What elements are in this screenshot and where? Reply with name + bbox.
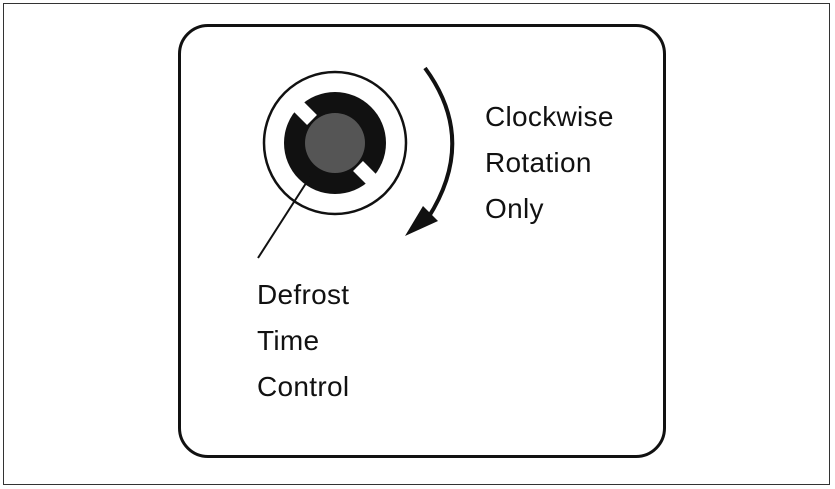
clockwise-arrowhead-icon bbox=[405, 206, 438, 236]
knob-notches bbox=[285, 93, 385, 193]
control-leader-line bbox=[257, 176, 311, 259]
knob-center-cap bbox=[305, 113, 365, 173]
clockwise-arrow-arc bbox=[423, 66, 455, 220]
defrost-control-label: Defrost Time Control bbox=[257, 272, 349, 410]
control-label-line-3: Control bbox=[257, 371, 350, 402]
control-label-line-2: Time bbox=[257, 325, 320, 356]
rotation-label-line-1: Clockwise bbox=[485, 101, 614, 132]
control-label-line-1: Defrost bbox=[257, 279, 350, 310]
rotation-instruction-label: Clockwise Rotation Only bbox=[485, 94, 614, 232]
control-panel bbox=[178, 24, 666, 458]
rotation-label-line-3: Only bbox=[485, 193, 544, 224]
rotation-label-line-2: Rotation bbox=[485, 147, 592, 178]
